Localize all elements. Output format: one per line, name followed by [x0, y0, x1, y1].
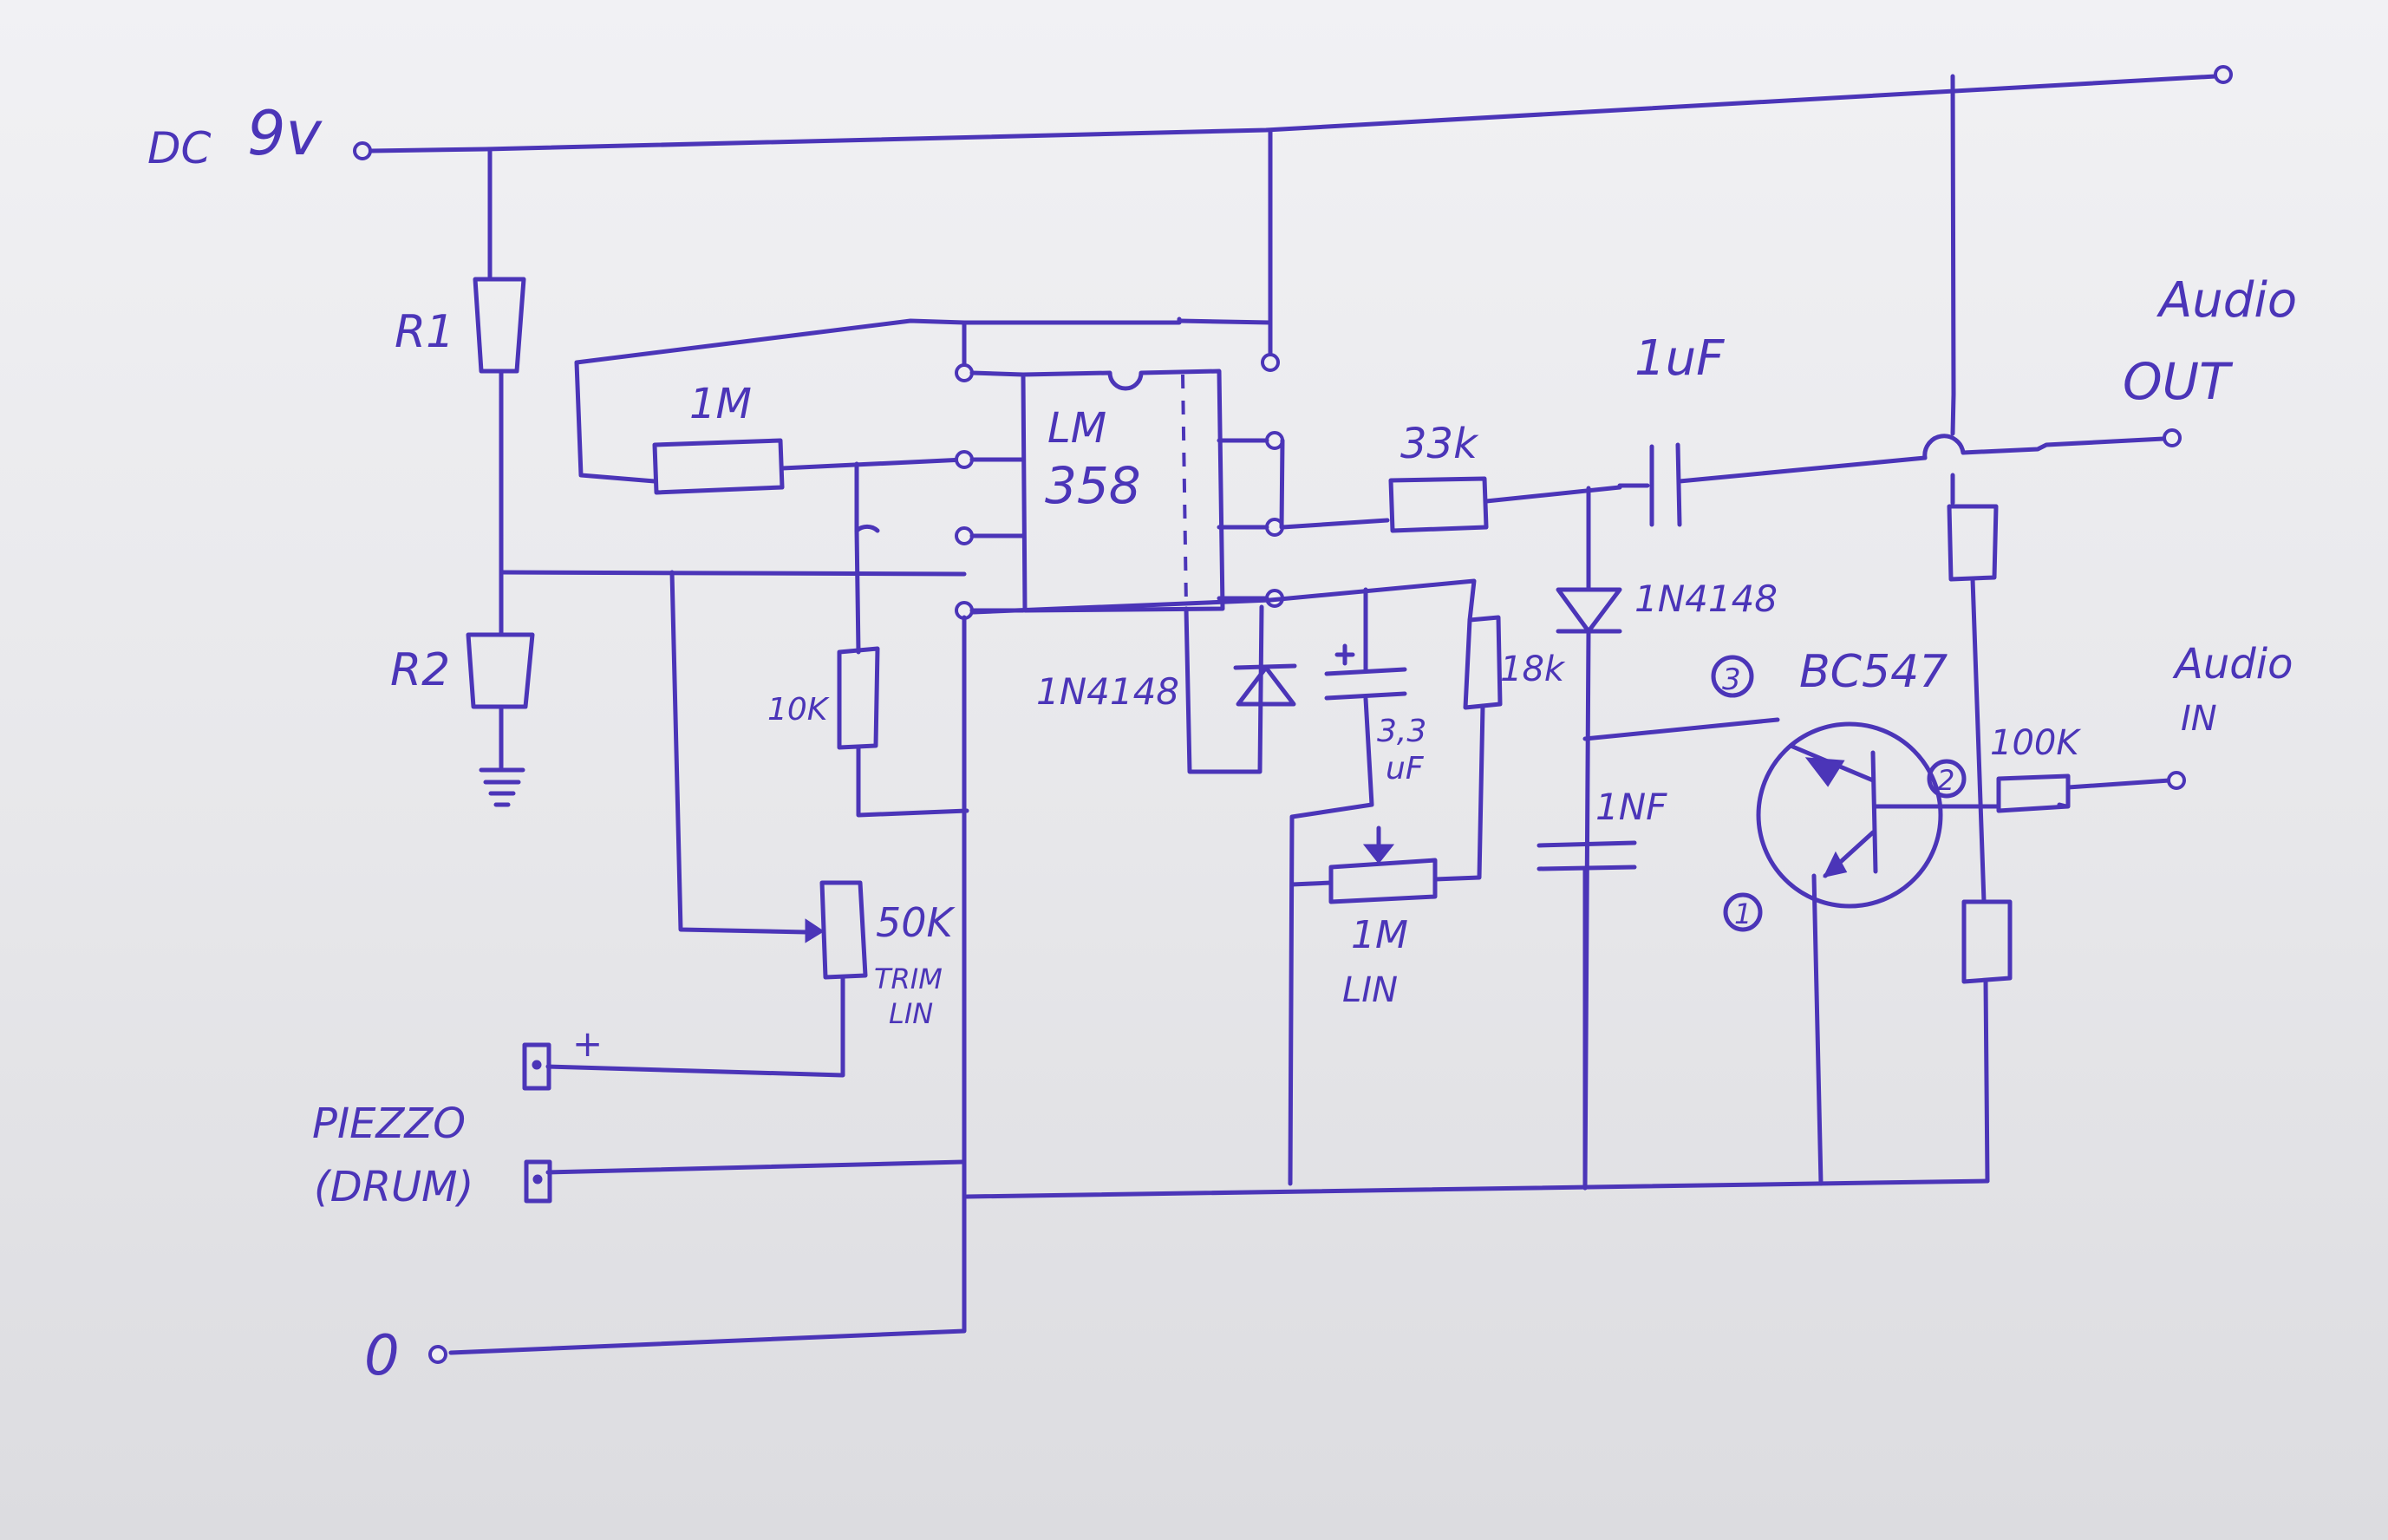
label-10k: 10K [767, 692, 830, 728]
supply-rail [369, 74, 2218, 365]
label-audio-out-2: OUT [2123, 352, 2234, 411]
input-path [1979, 773, 2172, 813]
label-pin-1: 1 [1734, 897, 1752, 930]
label-100k: 100K [1990, 723, 2081, 763]
label-trim: TRIM [874, 962, 943, 995]
label-lm: LM [1047, 404, 1106, 453]
piezo-terminal [524, 1159, 552, 1204]
detector-diode [1537, 587, 1780, 1191]
audio-out-terminal [2163, 428, 2182, 447]
audio-in-terminal [2167, 771, 2186, 790]
pin-1-marker [1723, 892, 1763, 932]
label-9v: 9v [247, 98, 323, 169]
output-path [1280, 434, 2166, 592]
label-3-3: 3,3 [1377, 714, 1426, 749]
label-ground-0: 0 [364, 1324, 400, 1388]
feedback-1m-resistor [574, 316, 1273, 495]
rail-end-terminal [2214, 65, 2233, 84]
label-dc: DC [147, 123, 212, 173]
label-1uf: 1uF [1634, 330, 1725, 387]
label-pin-2: 2 [1937, 764, 1954, 797]
pin-2-marker [1927, 759, 1967, 799]
label-18k: 18k [1500, 649, 1566, 689]
dc-9v-terminal [353, 141, 372, 160]
label-pin-3: 3 [1722, 662, 1741, 697]
label-1m-pot: 1M [1351, 913, 1408, 957]
label-trim-lin: LIN [889, 997, 933, 1030]
label-358: 358 [1045, 456, 1141, 515]
label-1m-feedback: 1M [689, 380, 752, 428]
label-33k: 33k [1400, 420, 1479, 468]
bc547-transistor [1756, 721, 1943, 1186]
ground-terminal [428, 1345, 447, 1364]
label-uf: uF [1386, 751, 1425, 786]
label-audio-in-1: Audio [2172, 640, 2293, 688]
input-trim-section [448, 461, 1990, 1355]
label-1n4148-left: 1N4148 [1036, 670, 1179, 713]
label-plus: + [572, 1022, 603, 1065]
r4-r5-divider [1886, 74, 2013, 1184]
label-r2: R2 [390, 644, 450, 696]
envelope-section [970, 578, 1503, 1186]
pin-3-marker [1711, 655, 1754, 698]
label-1nf: 1NF [1595, 786, 1667, 828]
label-1m-lin: LIN [1342, 970, 1398, 1010]
label-drum: (DRUM) [314, 1163, 473, 1211]
label-bc547: BC547 [1799, 646, 1948, 698]
label-50k: 50K [876, 899, 956, 946]
label-r1: R1 [395, 306, 454, 358]
label-piezzo: PIEZZO [312, 1100, 466, 1148]
label-audio-in-2: IN [2181, 699, 2217, 739]
label-audio-out-1: Audio [2156, 272, 2297, 329]
piezo-plus-terminal [522, 1042, 551, 1091]
label-1n4148-right: 1N4148 [1634, 578, 1778, 620]
r1-r2-divider [466, 147, 967, 807]
